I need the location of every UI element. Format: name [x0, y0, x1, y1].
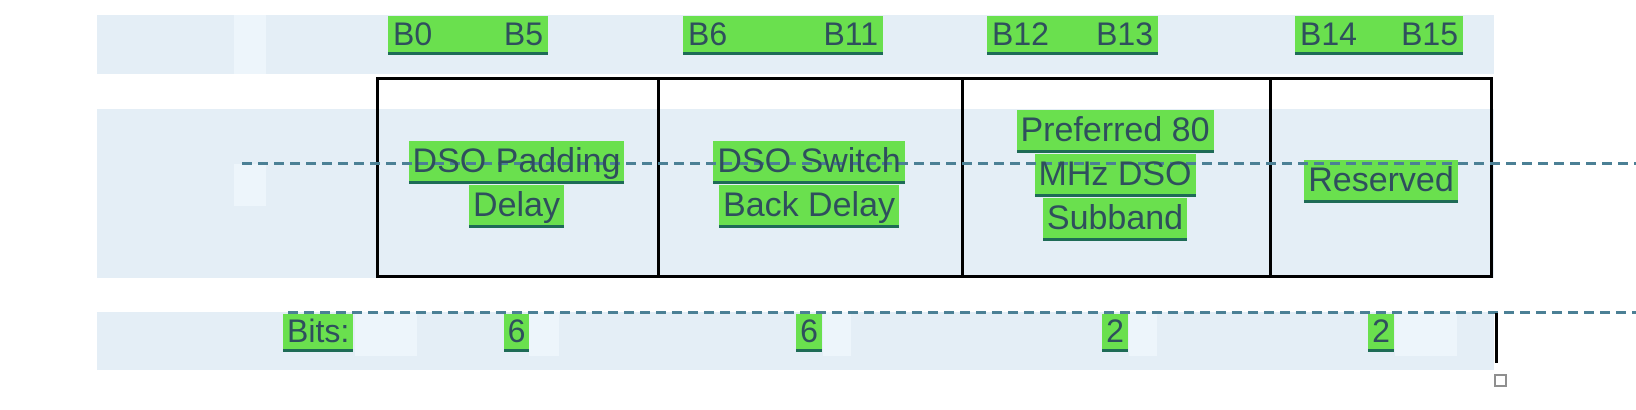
field-cell-dso-switch-back-delay: DSO Switch Back Delay — [657, 141, 961, 229]
dashed-guide-line-lower — [288, 311, 1636, 314]
dashed-guide-line-upper — [242, 162, 1636, 165]
field-cell-dso-padding-delay: DSO Padding Delay — [376, 141, 657, 229]
bit-end-label: B5 — [503, 16, 543, 52]
field-label-line: Reserved — [1308, 161, 1454, 199]
field-cell-preferred-80-mhz-dso-subband: Preferred 80 MHz DSO Subband — [961, 110, 1269, 242]
bit-end-label: B13 — [1096, 16, 1153, 52]
field-label-line: Subband — [1046, 199, 1184, 237]
bits-row-label: Bits: — [283, 313, 354, 352]
bits-count-value: 2 — [1106, 313, 1124, 349]
field-label-line: MHz DSO — [1038, 155, 1192, 193]
bits-count-value: 6 — [507, 313, 526, 349]
bit-start-label: B6 — [688, 16, 728, 52]
bit-start-label: B12 — [992, 16, 1049, 52]
bits-label-text: Bits: — [287, 313, 350, 349]
field-label-line: Preferred 80 — [1020, 111, 1210, 149]
column-divider-3 — [1269, 77, 1272, 278]
selection-artifact — [1129, 312, 1157, 356]
bits-count-col4: 2 — [1269, 313, 1493, 352]
field-table-frame — [376, 77, 1493, 278]
selection-artifact — [1395, 312, 1457, 356]
bit-end-label: B11 — [823, 16, 878, 52]
selection-resize-handle[interactable] — [1494, 374, 1507, 387]
field-label-line: Delay — [473, 186, 560, 224]
selection-artifact — [234, 164, 266, 206]
column-divider-2 — [961, 77, 964, 278]
field-cell-reserved: Reserved — [1269, 160, 1493, 204]
bit-start-label: B14 — [1300, 16, 1357, 52]
bits-count-col2: 6 — [657, 313, 961, 352]
bits-count-col3: 2 — [961, 313, 1269, 352]
bit-range-header-b0-b5: B0 B5 — [388, 16, 548, 55]
bits-count-value: 2 — [1372, 313, 1390, 349]
bit-end-label: B15 — [1401, 16, 1458, 52]
field-label-line: DSO Padding — [412, 142, 621, 180]
field-label-line: Back Delay — [723, 186, 895, 224]
selection-artifact — [234, 15, 266, 74]
bit-range-header-b14-b15: B14 B15 — [1295, 16, 1463, 55]
field-label-line: DSO Switch — [717, 142, 901, 180]
bit-range-header-b6-b11: B6 B11 — [683, 16, 883, 55]
selection-artifact — [823, 312, 851, 356]
bit-start-label: B0 — [393, 16, 433, 52]
column-divider-1 — [657, 77, 660, 278]
bits-count-col1: 6 — [376, 313, 657, 352]
selection-artifact — [355, 312, 417, 356]
bit-range-header-b12-b13: B12 B13 — [987, 16, 1158, 55]
text-cursor — [1495, 313, 1498, 363]
selection-artifact — [529, 312, 559, 356]
bits-count-value: 6 — [800, 313, 818, 349]
